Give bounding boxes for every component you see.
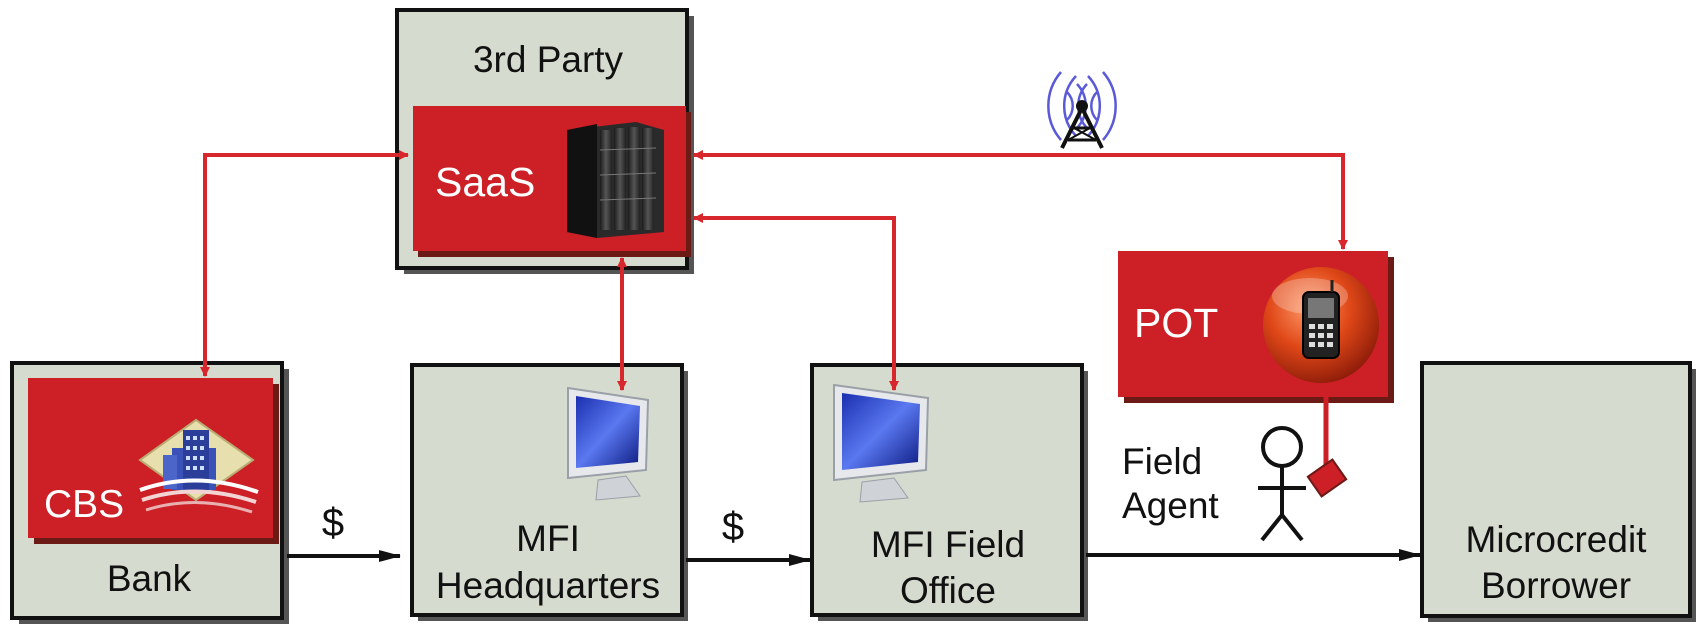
saas-node: SaaS (413, 106, 691, 257)
mfi-field-office-label-line1: MFI Field (871, 524, 1025, 565)
flow-hq-to-field-label: $ (722, 505, 744, 549)
data-links (200, 150, 1348, 391)
pot-label: POT (1134, 300, 1218, 346)
link-saas-bank (200, 150, 409, 377)
field-agent-label-line1: Field (1122, 441, 1202, 482)
saas-label: SaaS (435, 159, 535, 205)
flow-bank-to-hq-label: $ (322, 501, 344, 545)
mfi-headquarters-label-line1: MFI (516, 518, 580, 559)
mfi-headquarters-box: MFI Headquarters (410, 363, 688, 621)
mfi-field-office-label-line2: Office (900, 570, 996, 611)
link-saas-pot (693, 150, 1348, 250)
computer-monitor-icon (833, 383, 930, 503)
server-rack-icon (567, 122, 664, 238)
mfi-field-office-box: MFI Field Office (810, 363, 1088, 621)
borrower-label-line2: Borrower (1481, 565, 1631, 606)
bank-building-icon (138, 418, 259, 514)
third-party-label: 3rd Party (473, 39, 624, 80)
mfi-headquarters-label-line2: Headquarters (436, 565, 660, 606)
bank-label: Bank (107, 558, 192, 599)
cbs-label: CBS (44, 483, 124, 526)
stick-figure-icon (1258, 426, 1306, 542)
link-saas-field-office (693, 213, 899, 391)
computer-monitor-icon (567, 386, 650, 501)
borrower-label-line1: Microcredit (1466, 519, 1648, 560)
cbs-node: CBS (28, 378, 279, 544)
microcredit-borrower-box: Microcredit Borrower (1420, 361, 1696, 622)
field-agent-label-line2: Agent (1122, 485, 1219, 526)
pot-node: POT (1118, 251, 1394, 403)
money-flows (287, 549, 1421, 566)
agent-phone-link (1306, 397, 1348, 498)
mobile-phone-icon (1263, 267, 1379, 383)
radio-tower-icon (1047, 71, 1117, 149)
